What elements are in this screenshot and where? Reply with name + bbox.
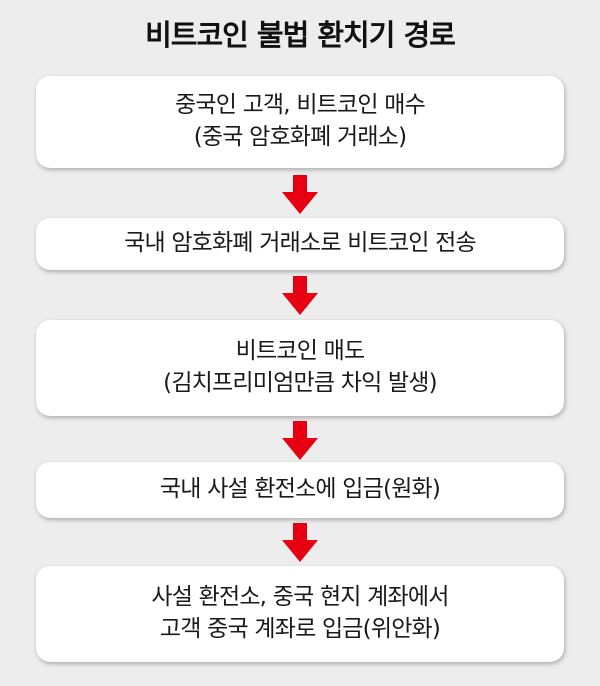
step-5-box: 사설 환전소, 중국 현지 계좌에서 고객 중국 계좌로 입금(위안화) [36,566,564,662]
step-1-line-1: 중국인 고객, 비트코인 매수 [174,92,426,119]
diagram-title: 비트코인 불법 환치기 경로 [145,18,456,52]
step-3-line-2: (김치프리미엄만큼 차익 발생) [163,370,438,396]
step-5-line-1: 사설 환전소, 중국 현지 계좌에서 [151,584,449,611]
step-4-line-1: 국내 사설 환전소에 입금(원화) [159,476,441,503]
down-arrow-icon [282,421,318,460]
step-1-line-2: (중국 암호화폐 거래소) [193,124,407,150]
step-2-box: 국내 암호화폐 거래소로 비트코인 전송 [36,218,564,270]
step-4-box: 국내 사설 환전소에 입금(원화) [36,462,564,518]
down-arrow-icon [282,276,318,315]
step-2-line-1: 국내 암호화폐 거래소로 비트코인 전송 [124,230,477,257]
down-arrow-icon [282,523,318,562]
step-3-line-1: 비트코인 매도 [235,338,365,365]
down-arrow-icon [282,175,318,214]
step-3-box: 비트코인 매도 (김치프리미엄만큼 차익 발생) [36,320,564,416]
step-5-line-2: 고객 중국 계좌로 입금(위안화) [159,616,441,642]
step-1-box: 중국인 고객, 비트코인 매수 (중국 암호화폐 거래소) [36,76,564,168]
